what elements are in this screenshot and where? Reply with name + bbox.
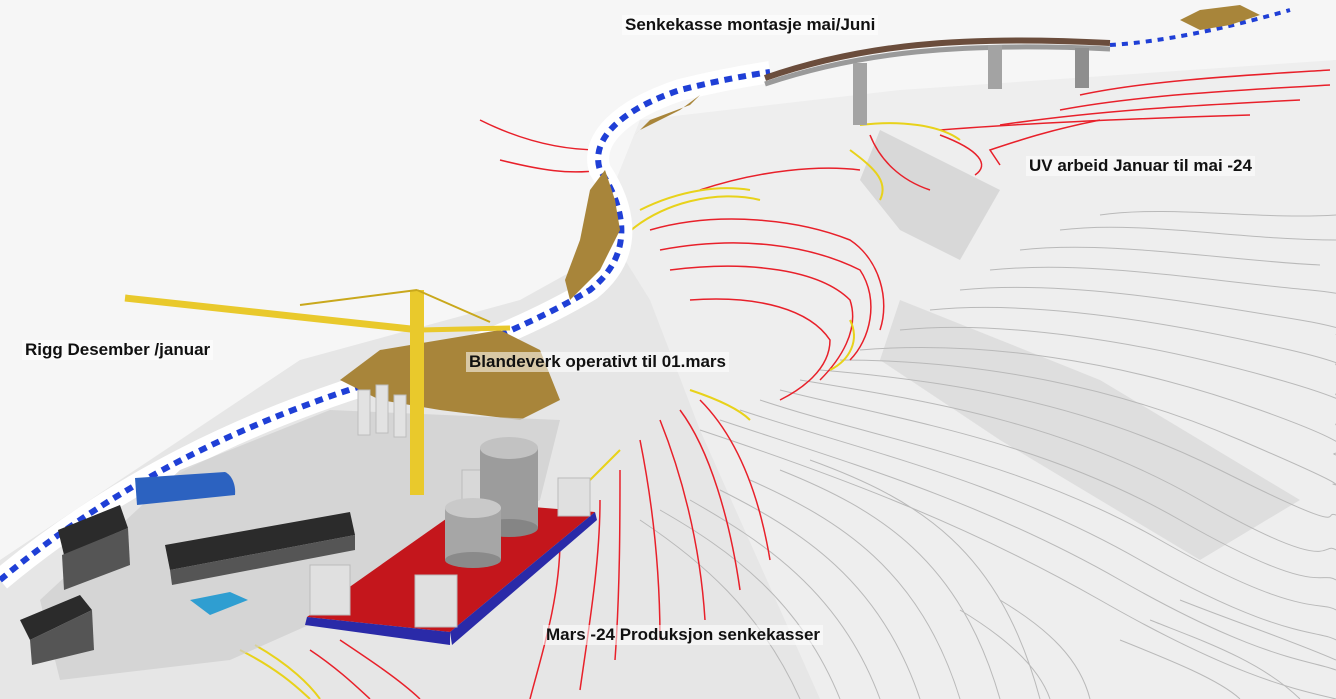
concrete-plant	[357, 384, 407, 438]
tent-hall	[135, 472, 236, 505]
red-contour-lines	[309, 69, 1331, 699]
tower-crane	[124, 289, 511, 495]
annotation-uv-arbeid: UV arbeid Januar til mai -24	[1026, 156, 1255, 176]
annotation-senkekasse-montasje: Senkekasse montasje mai/Juni	[622, 15, 879, 35]
annotation-produksjon-senkekasser: Mars -24 Produksjon senkekasser	[543, 625, 824, 645]
grey-contour-lines	[639, 210, 1336, 699]
annotation-rigg: Rigg Desember /januar	[22, 340, 214, 360]
barracks	[20, 505, 355, 665]
annotation-blandeverk: Blandeverk operativt til 01.mars	[466, 352, 730, 372]
caissons	[445, 437, 538, 568]
container	[190, 592, 248, 615]
bridge	[764, 37, 1111, 125]
yellow-contour-lines	[239, 122, 961, 699]
road	[0, 8, 1291, 589]
